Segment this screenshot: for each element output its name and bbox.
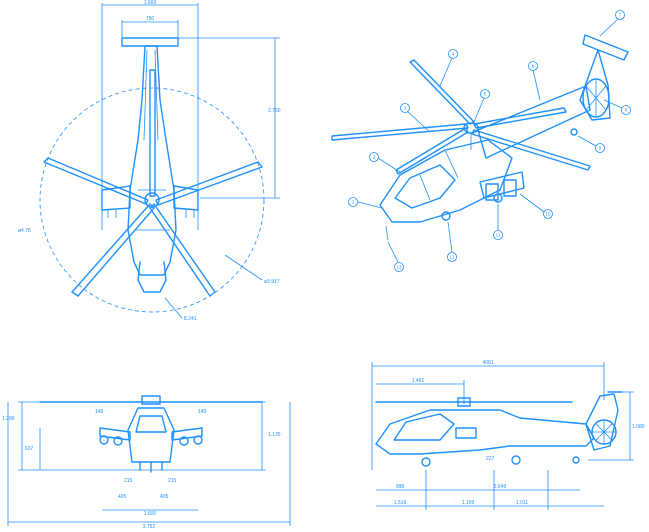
- side-view: 4061 1.491 1.080 998 2.649 227 1.516 1.1…: [371, 360, 645, 510]
- balloon-11: 11: [496, 233, 501, 238]
- front-pod-4: [193, 435, 203, 445]
- iso-blade-2: [409, 59, 475, 125]
- balloon-9: 9: [599, 146, 602, 151]
- top-length-dim: 2.760: [268, 108, 281, 114]
- top-blade-4: [149, 203, 216, 297]
- side-front-to-mast-dim: 1.491: [412, 378, 425, 384]
- side-weapon-pod: [455, 427, 477, 439]
- front-pod-1: [99, 435, 109, 445]
- top-nose: [137, 261, 167, 293]
- side-gear-mid: [511, 455, 521, 465]
- iso-blade-4: [471, 129, 591, 171]
- iso-pod-1: [485, 183, 499, 201]
- side-seg2-dim: 1.109: [462, 500, 475, 506]
- top-view: 1.660 750 2.760 ø4.75 ø3.917 8.241: [18, 0, 281, 322]
- top-tail-stabilizer: [121, 37, 179, 47]
- front-wing-l-dim: 145: [95, 409, 104, 415]
- front-canopy: [135, 415, 167, 433]
- iso-gear-1: [441, 211, 451, 221]
- side-total-length-dim: 4061: [482, 360, 493, 366]
- iso-tail-boom: [477, 85, 591, 159]
- iso-balloons: 1 2 3 4 5 6 7 8 9 10 11 12 13: [348, 10, 631, 272]
- front-wing-left: [99, 427, 131, 441]
- front-total-width-dim: 3.752: [143, 524, 156, 530]
- balloon-4: 4: [452, 52, 455, 57]
- top-rotor-radius-dim: ø3.917: [264, 279, 280, 285]
- front-wing-r-dim: 145: [198, 409, 207, 415]
- balloon-12: 12: [449, 255, 455, 260]
- top-wing-left: [101, 185, 131, 211]
- iso-pod-2: [503, 179, 517, 197]
- balloon-3: 3: [404, 106, 407, 111]
- front-gear: [139, 461, 163, 473]
- front-width-dim: 1.600: [144, 511, 157, 517]
- iso-gear-2: [493, 193, 503, 203]
- side-gear-front: [421, 457, 431, 467]
- top-span-dim: 1.660: [144, 0, 157, 6]
- front-pod-3: [179, 436, 189, 446]
- balloon-2: 2: [373, 155, 376, 160]
- side-tail-fin: [585, 393, 619, 451]
- balloon-5: 5: [484, 92, 487, 97]
- front-wing-right: [171, 427, 203, 441]
- front-gun-r-dim: 215: [168, 478, 177, 484]
- front-rotor-hub: [141, 395, 161, 405]
- front-right-height-dim: 1.135: [268, 432, 281, 438]
- side-fuselage: [375, 409, 595, 455]
- side-mid-dim: 2.649: [494, 484, 507, 490]
- side-height-dim: 1.080: [632, 424, 645, 430]
- iso-fenestron: [582, 78, 610, 118]
- front-inner-l-dim: 405: [118, 494, 127, 500]
- side-rotor-hub: [457, 397, 471, 407]
- side-gear-tail: [572, 456, 580, 464]
- balloon-6: 6: [532, 64, 535, 69]
- top-blade-1: [43, 157, 149, 205]
- iso-fuselage: [379, 139, 513, 223]
- front-gun-l-dim: 215: [124, 478, 133, 484]
- front-inner-r-dim: 405: [160, 494, 169, 500]
- iso-blade-5: [395, 127, 469, 175]
- iso-view: 1 2 3 4 5 6 7 8 9 10 11 12 13: [331, 10, 631, 272]
- front-view: 1.289 637 1.135 3.752 1.600 145 145 215 …: [2, 395, 291, 530]
- top-blade-3: [71, 203, 155, 297]
- front-fuselage: [127, 407, 175, 463]
- top-blade-2: [155, 161, 263, 206]
- iso-canopy: [394, 164, 456, 209]
- front-pod-2: [113, 436, 123, 446]
- top-wing-right: [173, 185, 199, 211]
- top-tailspan-dim: 750: [146, 16, 155, 22]
- front-mid-height-dim: 637: [25, 446, 34, 452]
- rotor-disc-circle: [39, 87, 265, 313]
- side-canopy: [393, 413, 455, 441]
- iso-tail-stabilizer: [582, 34, 629, 61]
- side-ground-dim: 227: [486, 456, 495, 462]
- balloon-7: 7: [619, 13, 622, 18]
- balloon-10: 10: [545, 212, 551, 217]
- balloon-1: 1: [352, 200, 355, 205]
- balloon-8: 8: [625, 108, 628, 113]
- top-rotor-hub: [144, 192, 160, 208]
- top-fuselage: [127, 45, 177, 276]
- side-seg1-dim: 1.516: [394, 500, 407, 506]
- side-seg3-dim: 1.011: [516, 500, 528, 506]
- top-tail-dim: 8.241: [184, 316, 197, 322]
- iso-gear-tail: [570, 128, 578, 136]
- side-nose-dim: 998: [396, 484, 405, 490]
- balloon-13: 13: [396, 265, 402, 270]
- iso-blade-3: [473, 107, 567, 129]
- iso-blade-1: [331, 123, 469, 141]
- iso-wing: [479, 171, 525, 199]
- top-blade-5: [149, 69, 156, 197]
- top-rotor-span-dim: ø4.75: [18, 228, 31, 234]
